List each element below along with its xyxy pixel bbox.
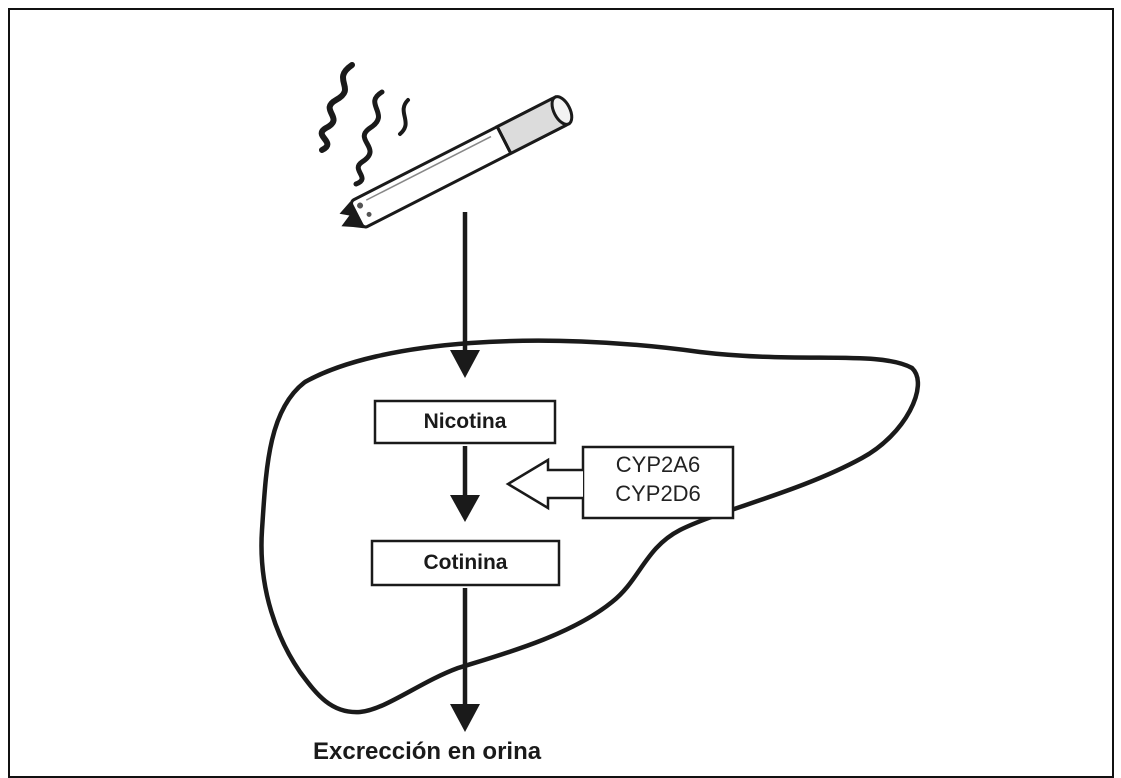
cotinina-label: Cotinina [372, 541, 559, 585]
smoke-wisp-icon [322, 65, 352, 150]
cigarette-icon [322, 65, 576, 237]
arrow-excretion [450, 588, 480, 732]
enzyme-label-cyp2a6: CYP2A6 [583, 452, 733, 478]
smoke-wisp-icon [400, 100, 408, 134]
enzyme-label-cyp2d6: CYP2D6 [583, 481, 733, 507]
enzyme-arrow [508, 460, 583, 508]
arrow-intake [450, 212, 480, 378]
smoke-wisp-icon [356, 92, 382, 184]
nicotina-label: Nicotina [375, 401, 555, 443]
liver-outline [261, 341, 917, 712]
arrow-metabolism [450, 446, 480, 522]
excretion-label: Excrección en orina [313, 738, 541, 766]
